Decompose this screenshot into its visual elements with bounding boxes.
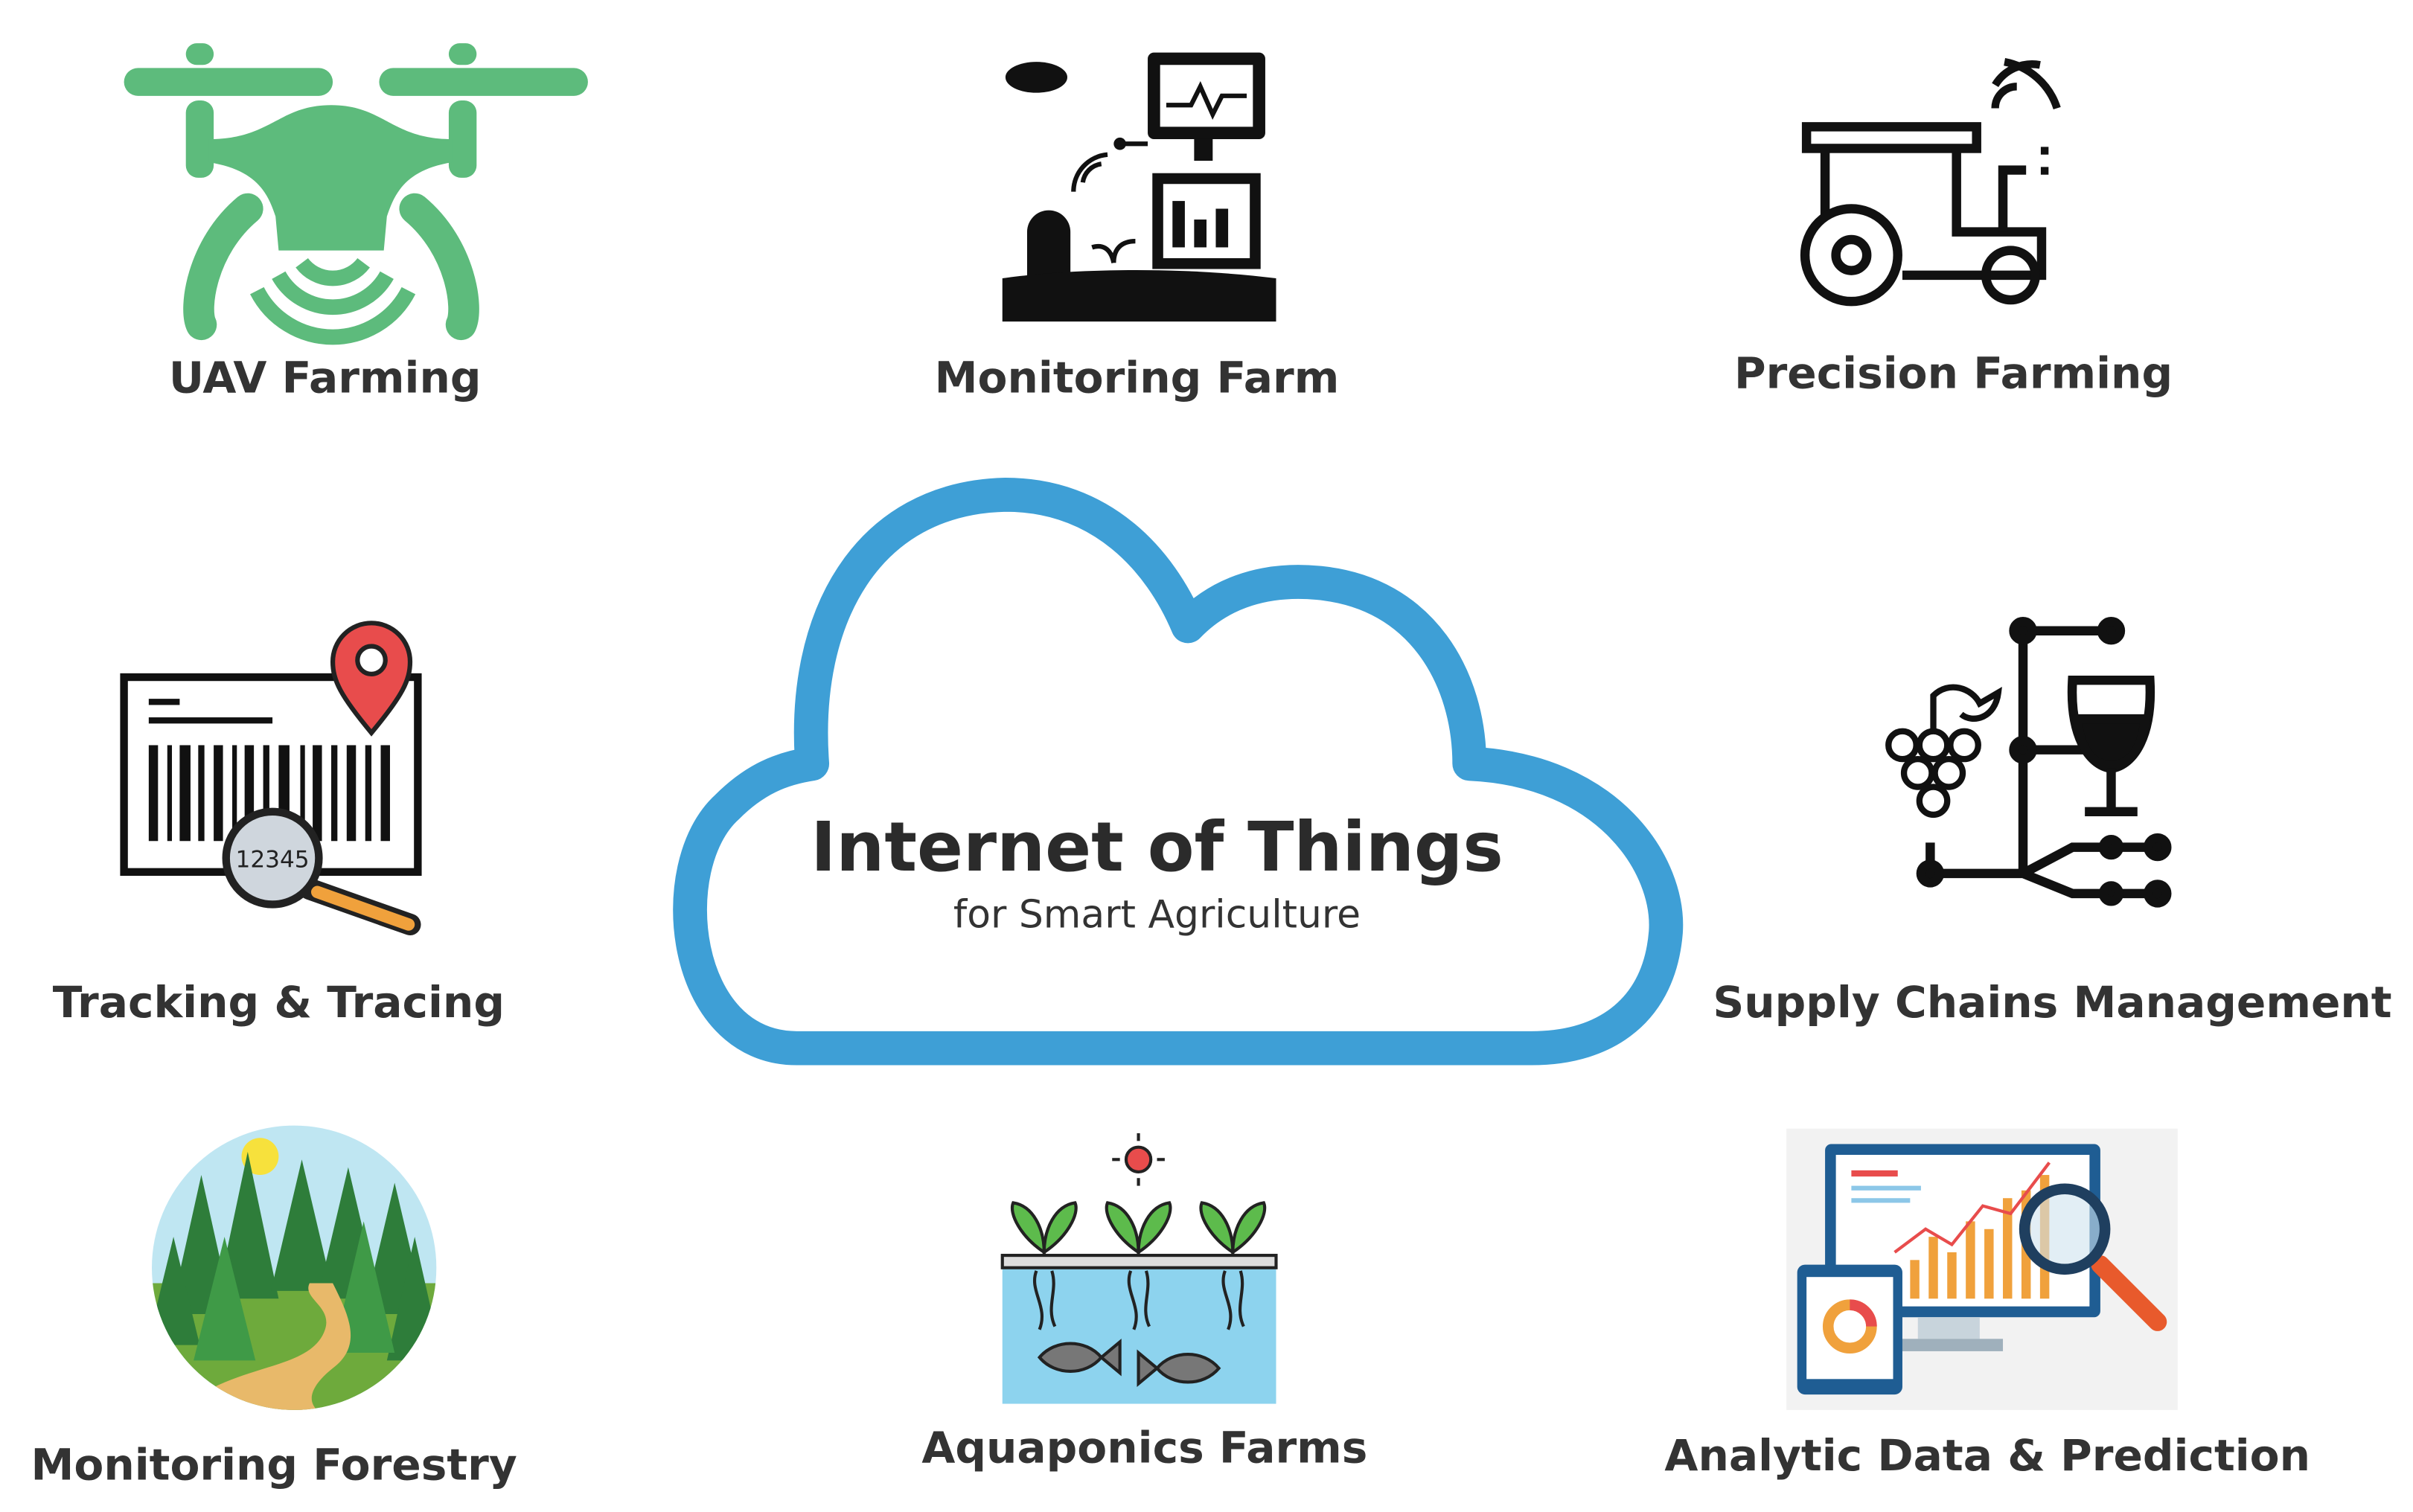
farm-monitor-icon [1002, 52, 1276, 322]
item-label: UAV Farming [169, 353, 482, 403]
item-monitoring-farm: Monitoring Farm [935, 52, 1340, 403]
item-label: Supply Chains Management [1713, 977, 2391, 1028]
item-label: Analytic Data & Prediction [1664, 1430, 2310, 1481]
drone-icon [124, 43, 588, 345]
iot-cloud: Internet of Things for Smart Agriculture [673, 478, 1684, 1066]
item-label: Monitoring Forestry [31, 1439, 517, 1490]
center-subtitle: for Smart Agriculture [953, 893, 1361, 938]
center-title: Internet of Things [811, 807, 1503, 887]
grape-wine-chain-icon [1885, 617, 2172, 908]
item-aquaponics: Aquaponics Farms [921, 1133, 1367, 1473]
item-label: Precision Farming [1734, 348, 2173, 399]
item-monitoring-forestry: Monitoring Forestry [31, 1125, 517, 1490]
forest-icon [152, 1125, 437, 1410]
item-label: Aquaponics Farms [921, 1423, 1367, 1473]
smart-tractor-icon [1800, 58, 2061, 307]
analytics-icon [1786, 1128, 2178, 1410]
item-supply-chains: Supply Chains Management [1713, 617, 2392, 1028]
barcode-location-icon: 12345 [120, 621, 422, 936]
item-label: Monitoring Farm [935, 353, 1340, 403]
cloud-icon [673, 478, 1684, 1066]
item-tracking-tracing: 12345 Tracking & Tracing [53, 621, 505, 1028]
item-analytics: Analytic Data & Prediction [1664, 1128, 2310, 1481]
item-precision-farming: Precision Farming [1734, 58, 2173, 399]
item-label: Tracking & Tracing [53, 977, 505, 1028]
item-uav-farming: UAV Farming [124, 43, 588, 403]
aquaponics-icon [1000, 1133, 1278, 1404]
barcode-number: 12345 [236, 847, 310, 874]
